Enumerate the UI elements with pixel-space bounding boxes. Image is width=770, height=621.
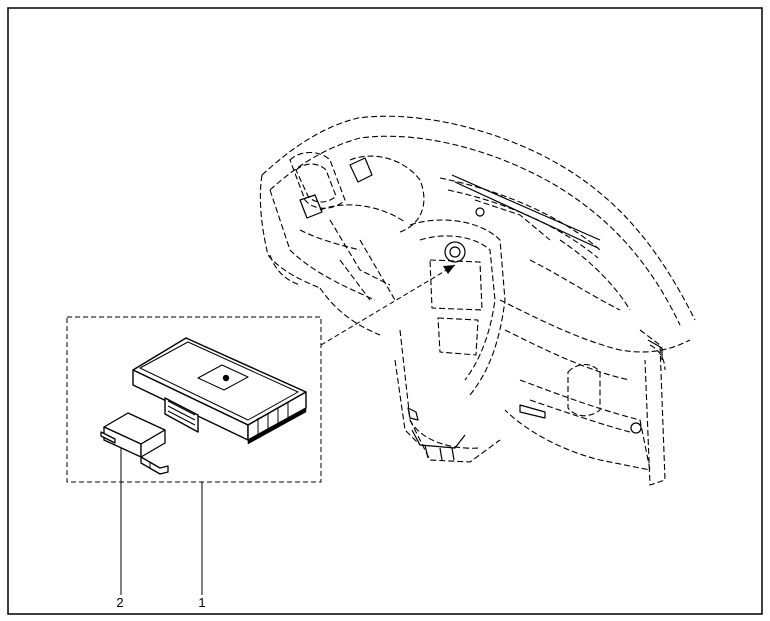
small-component xyxy=(100,412,169,475)
dashboard-structure xyxy=(299,157,663,461)
callout-label-2: 2 xyxy=(116,595,124,610)
callout-label-1: 1 xyxy=(198,595,206,610)
control-module xyxy=(132,337,307,445)
dashboard-assembly xyxy=(259,115,696,486)
installation-leader xyxy=(320,264,456,346)
diagram-frame xyxy=(7,7,763,615)
module-group-box xyxy=(66,316,322,483)
callout-leaders xyxy=(120,448,203,595)
